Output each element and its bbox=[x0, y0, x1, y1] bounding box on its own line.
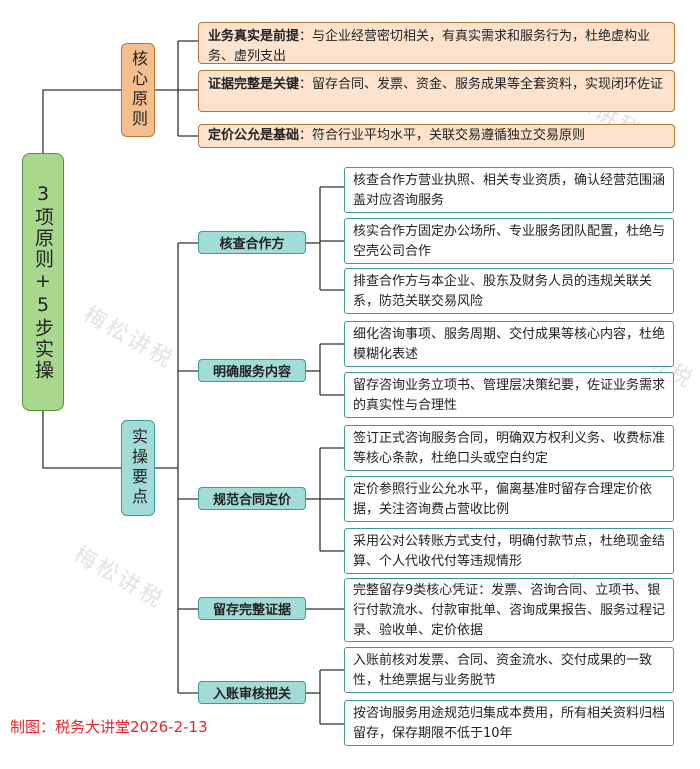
step-verify-partner: 核查合作方 bbox=[198, 231, 306, 254]
principle-text: ：符合行业平均水平，关联交易遵循独立交易原则 bbox=[299, 128, 586, 143]
detail-item: 核实合作方固定办公场所、专业服务团队配置，杜绝与空壳公司合作 bbox=[344, 218, 674, 264]
detail-item: 排查合作方与本企业、股东及财务人员的违规关联关系，防范关联交易风险 bbox=[344, 268, 674, 314]
detail-item: 细化咨询事项、服务周期、交付成果等核心内容，杜绝模糊化表述 bbox=[344, 321, 674, 367]
category-core-principles: 核心原则 bbox=[121, 43, 155, 137]
principle-title: 证据完整是关键 bbox=[208, 77, 300, 92]
detail-item: 留存咨询业务立项书、管理层决策纪要，佐证业务需求的真实性与合理性 bbox=[344, 372, 674, 418]
detail-item: 签订正式咨询服务合同，明确双方权利义务、收费标准等核心条款，杜绝口头或空白约定 bbox=[344, 425, 674, 471]
principle-fair-pricing: 定价公允是基础：符合行业平均水平，关联交易遵循独立交易原则 bbox=[198, 124, 675, 148]
step-retain-evidence: 留存完整证据 bbox=[198, 597, 306, 620]
root-node: 3项原则+5步实操 bbox=[22, 153, 64, 411]
principle-text: ：与企业经营密切相关，有真实需求和服务行为，杜绝虚构业务、虚列支出 bbox=[208, 29, 651, 64]
detail-item: 完整留存9类核心凭证：发票、咨询合同、立项书、银行付款流水、付款审批单、咨询成果… bbox=[344, 578, 674, 642]
credit-text: 制图：税务大讲堂2026-2-13 bbox=[10, 718, 208, 736]
detail-item: 定价参照行业公允水平，偏离基准时留存合理定价依据，关注咨询费占营收比例 bbox=[344, 476, 674, 522]
principle-title: 业务真实是前提 bbox=[208, 29, 300, 44]
principle-text: ：留存合同、发票、资金、服务成果等全套资料，实现闭环佐证 bbox=[299, 77, 664, 92]
category-label: 实操要点 bbox=[129, 428, 148, 508]
principle-evidence-completeness: 证据完整是关键：留存合同、发票、资金、服务成果等全套资料，实现闭环佐证 bbox=[198, 70, 675, 112]
step-define-service: 明确服务内容 bbox=[198, 359, 306, 382]
step-bookkeeping-review: 入账审核把关 bbox=[198, 681, 306, 704]
category-label: 核心原则 bbox=[129, 50, 148, 130]
principle-business-authenticity: 业务真实是前提：与企业经营密切相关，有真实需求和服务行为，杜绝虚构业务、虚列支出 bbox=[198, 22, 675, 64]
step-standardize-contract: 规范合同定价 bbox=[198, 487, 306, 510]
detail-item: 按咨询服务用途规范归集成本费用，所有相关资料归档留存，保存期限不低于10年 bbox=[344, 700, 674, 746]
category-practice-points: 实操要点 bbox=[121, 420, 155, 516]
detail-item: 采用公对公转账方式支付，明确付款节点，杜绝现金结算、个人代收代付等违规情形 bbox=[344, 528, 674, 574]
detail-item: 核查合作方营业执照、相关专业资质，确认经营范围涵盖对应咨询服务 bbox=[344, 167, 674, 213]
principle-title: 定价公允是基础 bbox=[208, 128, 300, 143]
root-label: 3项原则+5步实操 bbox=[32, 183, 54, 381]
detail-item: 入账前核对发票、合同、资金流水、交付成果的一致性，杜绝票据与业务脱节 bbox=[344, 647, 674, 693]
